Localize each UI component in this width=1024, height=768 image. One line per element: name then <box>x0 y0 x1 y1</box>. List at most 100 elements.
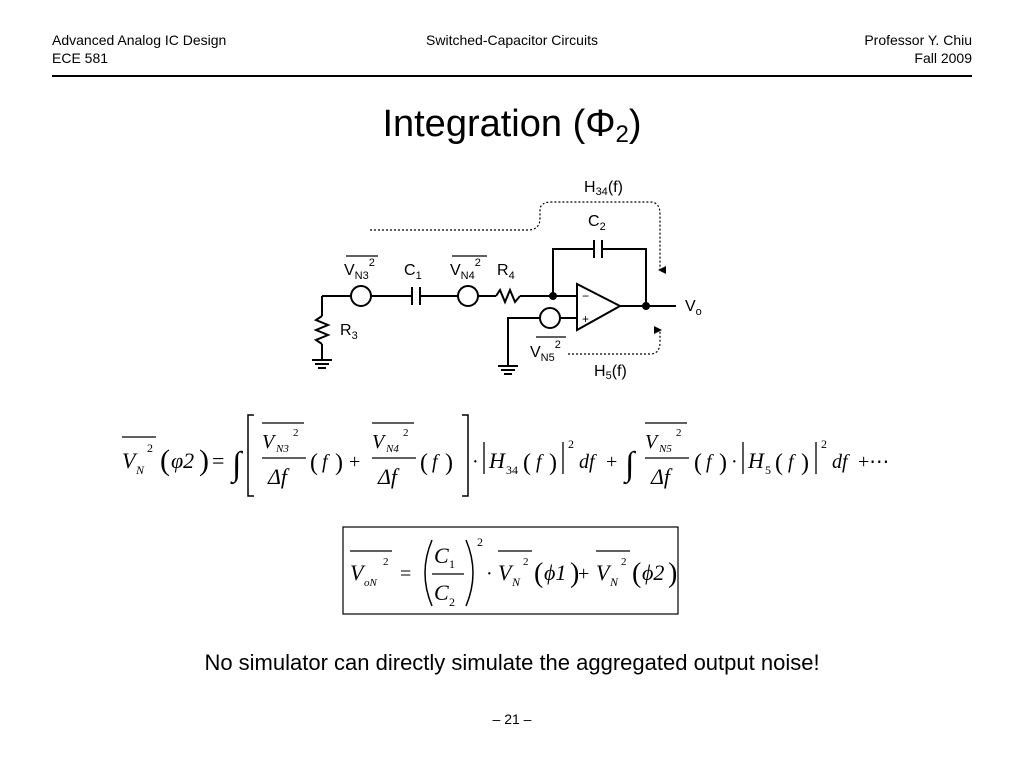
svg-text:∫: ∫ <box>623 446 637 485</box>
svg-text:f: f <box>788 451 796 473</box>
svg-text:C: C <box>434 580 449 605</box>
label-r4: R4 <box>497 262 515 282</box>
svg-text:2: 2 <box>568 437 574 451</box>
r3-resistor <box>313 315 331 345</box>
vn5-source <box>539 307 561 329</box>
svg-text:): ) <box>199 444 209 477</box>
feedback-wire <box>552 248 647 306</box>
label-vn5: VN52 <box>530 339 561 364</box>
svg-text:·: · <box>472 451 479 473</box>
svg-text:): ) <box>719 450 727 476</box>
svg-text:V: V <box>262 431 277 453</box>
svg-text:2: 2 <box>477 535 483 549</box>
label-c2: C2 <box>588 213 606 233</box>
svg-text:): ) <box>668 558 677 589</box>
svg-text:(: ( <box>775 450 783 476</box>
svg-text:): ) <box>801 450 809 476</box>
course-title: Advanced Analog IC Design <box>52 32 227 48</box>
title-close: ) <box>628 103 642 145</box>
svg-text:φ2: φ2 <box>171 448 194 473</box>
svg-text:N4: N4 <box>385 443 399 455</box>
page-number: – 21 – <box>492 711 532 727</box>
equation-total-noise: V N 2 ( φ2 ) = ∫ V N3 2 Δf ( f ) + V N4 … <box>122 414 889 497</box>
h5-dotted-path <box>568 326 662 355</box>
svg-text:=: = <box>212 448 224 473</box>
label-vo: Vo <box>685 298 702 318</box>
svg-text:N: N <box>609 575 619 589</box>
header-topic: Switched-Capacitor Circuits <box>426 32 598 48</box>
svg-text:34: 34 <box>506 463 518 477</box>
svg-text:V: V <box>122 448 138 473</box>
svg-text:f: f <box>706 451 714 473</box>
svg-text:V: V <box>372 431 387 453</box>
svg-text:2: 2 <box>821 437 827 451</box>
label-vn4: VN42 <box>450 257 481 282</box>
svg-text:f: f <box>432 451 440 473</box>
svg-text:(: ( <box>632 558 641 589</box>
svg-text:(: ( <box>160 444 170 477</box>
svg-text:H: H <box>747 448 765 473</box>
ground-symbol-vn5 <box>498 365 518 375</box>
svg-text:V: V <box>498 560 514 585</box>
label-r3: R3 <box>340 322 358 342</box>
opamp-plus: + <box>582 312 589 326</box>
svg-text:N5: N5 <box>658 443 672 455</box>
svg-text:ϕ2: ϕ2 <box>642 560 664 585</box>
header-right: Professor Y. Chiu Fall 2009 <box>864 31 972 67</box>
svg-text:2: 2 <box>449 595 455 609</box>
svg-text:Δf: Δf <box>267 464 290 489</box>
svg-text:∫: ∫ <box>230 446 244 485</box>
opamp-symbol <box>576 282 623 332</box>
header-left: Advanced Analog IC Design ECE 581 <box>52 31 226 67</box>
svg-text:(: ( <box>534 558 543 589</box>
svg-text:+⋯: +⋯ <box>858 451 889 473</box>
svg-text:(: ( <box>310 450 318 476</box>
svg-text:Δf: Δf <box>650 464 673 489</box>
node-output <box>642 302 650 310</box>
svg-text:): ) <box>549 450 557 476</box>
svg-text:V: V <box>596 560 612 585</box>
svg-text:N: N <box>135 463 145 477</box>
equation-output-noise-box: V oN 2 = C 1 C 2 2 · V N 2 ( ϕ1 ) + V N … <box>342 526 679 615</box>
opamp-minus: − <box>582 289 589 303</box>
course-code: ECE 581 <box>52 50 109 66</box>
r4-resistor <box>495 287 521 305</box>
svg-text:df: df <box>832 451 850 473</box>
title-main: Integration (Φ <box>382 103 616 145</box>
svg-text:f: f <box>536 451 544 473</box>
svg-text:=: = <box>400 563 411 585</box>
svg-text:·: · <box>731 451 738 473</box>
r3-wire <box>321 295 342 316</box>
ground-symbol-r3 <box>312 359 332 369</box>
svg-text:): ) <box>445 450 453 476</box>
svg-text:2: 2 <box>403 427 409 439</box>
c2-capacitor <box>593 240 603 258</box>
svg-text:(: ( <box>694 450 702 476</box>
h34-dotted-path <box>370 201 666 274</box>
label-vn3: VN32 <box>344 257 375 282</box>
svg-text:2: 2 <box>383 556 389 568</box>
header-rule <box>52 75 972 77</box>
svg-text:2: 2 <box>621 556 627 568</box>
svg-text:df: df <box>579 451 597 473</box>
vn4-source <box>457 285 479 307</box>
svg-text:): ) <box>570 558 579 589</box>
svg-text:+: + <box>606 451 617 473</box>
svg-text:N: N <box>511 575 521 589</box>
svg-text:5: 5 <box>765 463 771 477</box>
svg-text:2: 2 <box>676 427 682 439</box>
wire-vn5-ground <box>507 317 540 366</box>
professor-name: Professor Y. Chiu <box>864 32 972 48</box>
svg-text:1: 1 <box>449 557 455 571</box>
title-sub: 2 <box>615 121 629 148</box>
svg-text:2: 2 <box>293 427 299 439</box>
c1-capacitor <box>411 287 421 305</box>
conclusion-note: No simulator can directly simulate the a… <box>204 650 820 675</box>
term: Fall 2009 <box>914 50 972 66</box>
svg-text:(: ( <box>523 450 531 476</box>
vn3-source <box>350 285 372 307</box>
svg-text:+: + <box>578 563 589 585</box>
circuit-schematic <box>312 201 676 375</box>
svg-text:2: 2 <box>523 556 529 568</box>
svg-text:V: V <box>645 431 660 453</box>
